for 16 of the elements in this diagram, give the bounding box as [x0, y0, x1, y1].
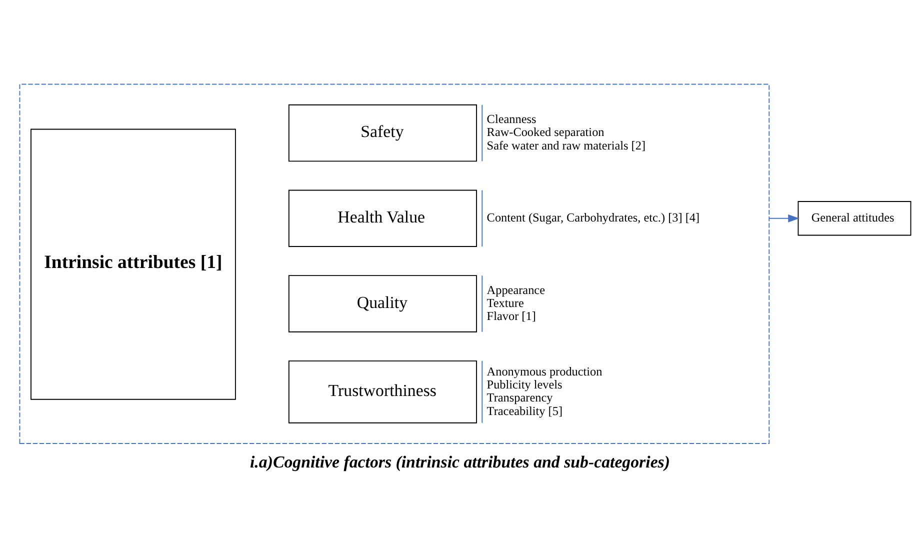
node-label: Cleanness — [486, 112, 536, 126]
node-label: Safe water and raw materials [2] — [486, 138, 646, 152]
arrow — [768, 214, 800, 222]
cluster — [19, 84, 770, 444]
node-label: Texture — [486, 296, 524, 310]
node-label: Content (Sugar, Carbohydrates, etc.) [3] [4] — [486, 210, 700, 225]
caption: i.a)Cognitive factors (intrinsic attributes and sub-categories) — [250, 452, 670, 472]
node-box: Intrinsic attributes [1] — [30, 128, 236, 400]
node-label: Flavor [1] — [486, 309, 536, 324]
node-label: Raw-Cooked separation — [486, 125, 604, 140]
node-label: Traceability [5] — [486, 404, 563, 418]
node-box: General attitudes — [798, 201, 912, 236]
node-label: Anonymous production — [486, 364, 602, 378]
node-label: Publicity levels — [486, 378, 562, 392]
node-label: Transparency — [486, 390, 553, 405]
node-label: Appearance — [486, 282, 546, 297]
